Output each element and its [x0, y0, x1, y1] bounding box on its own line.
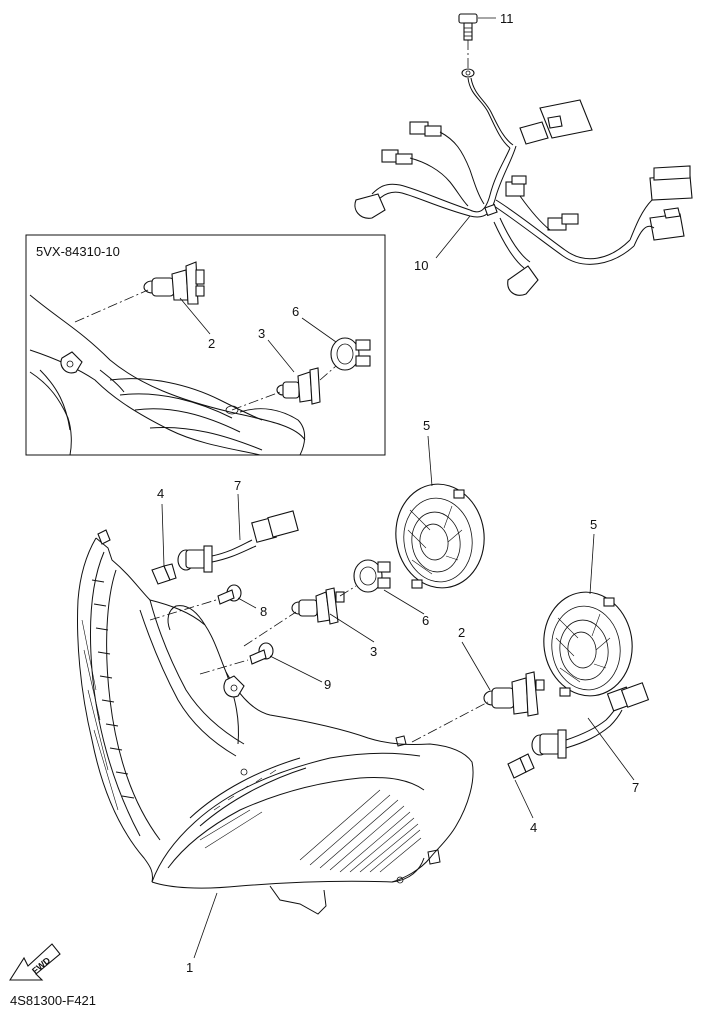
- inset-part-number: 5VX-84310-10: [36, 244, 120, 259]
- cover-part-5-left: [395, 483, 485, 589]
- bulb-part-3: [243, 587, 345, 647]
- callout-2: 2: [458, 625, 465, 640]
- callout-7-left: 7: [234, 478, 241, 493]
- inset-bulb-part-3: [276, 367, 321, 405]
- cover-part-5-right: [543, 591, 633, 697]
- callout-1: 1: [186, 960, 193, 975]
- inset-bulb-part-2: [143, 261, 205, 305]
- connector-right: [649, 165, 693, 241]
- callout-6: 6: [422, 613, 429, 628]
- connector-middle: [505, 175, 579, 231]
- callout-4-right: 4: [530, 820, 537, 835]
- callout-3-inset: 3: [258, 326, 265, 341]
- callout-5-right: 5: [590, 517, 597, 532]
- headlight-housing-part-1: [77, 529, 474, 915]
- socket-part-6: [339, 559, 391, 597]
- callout-3: 3: [370, 644, 377, 659]
- screw-part-9: [199, 642, 274, 675]
- connector-upper-right: [519, 99, 593, 145]
- callout-7-right: 7: [632, 780, 639, 795]
- callout-4-left: 4: [157, 486, 164, 501]
- position-bulb-part-4-left: [151, 563, 177, 585]
- connector-small-a: [409, 121, 442, 137]
- inset-socket-part-6: [330, 337, 371, 371]
- callout-10: 10: [414, 258, 428, 273]
- callout-8: 8: [260, 604, 267, 619]
- forward-arrow-icon: FWD: [8, 943, 61, 981]
- leader-lines: [161, 17, 635, 959]
- connector-small-b: [381, 149, 413, 165]
- wire-harness: [354, 13, 693, 296]
- inset-box: [25, 234, 386, 456]
- drawing-code: 4S81300-F421: [10, 993, 96, 1008]
- bolt-part-11: [458, 13, 478, 78]
- callout-2-inset: 2: [208, 336, 215, 351]
- callout-11: 11: [500, 11, 514, 26]
- screw-part-8: [149, 584, 242, 621]
- bulb-part-2: [411, 671, 545, 743]
- bulb-socket-lead-part-7-left: [177, 510, 299, 573]
- callout-6-inset: 6: [292, 304, 299, 319]
- callout-9: 9: [324, 677, 331, 692]
- bulb-socket-lead-part-7-right: [531, 682, 650, 759]
- callout-5-left: 5: [423, 418, 430, 433]
- position-bulb-part-4-right: [507, 753, 535, 779]
